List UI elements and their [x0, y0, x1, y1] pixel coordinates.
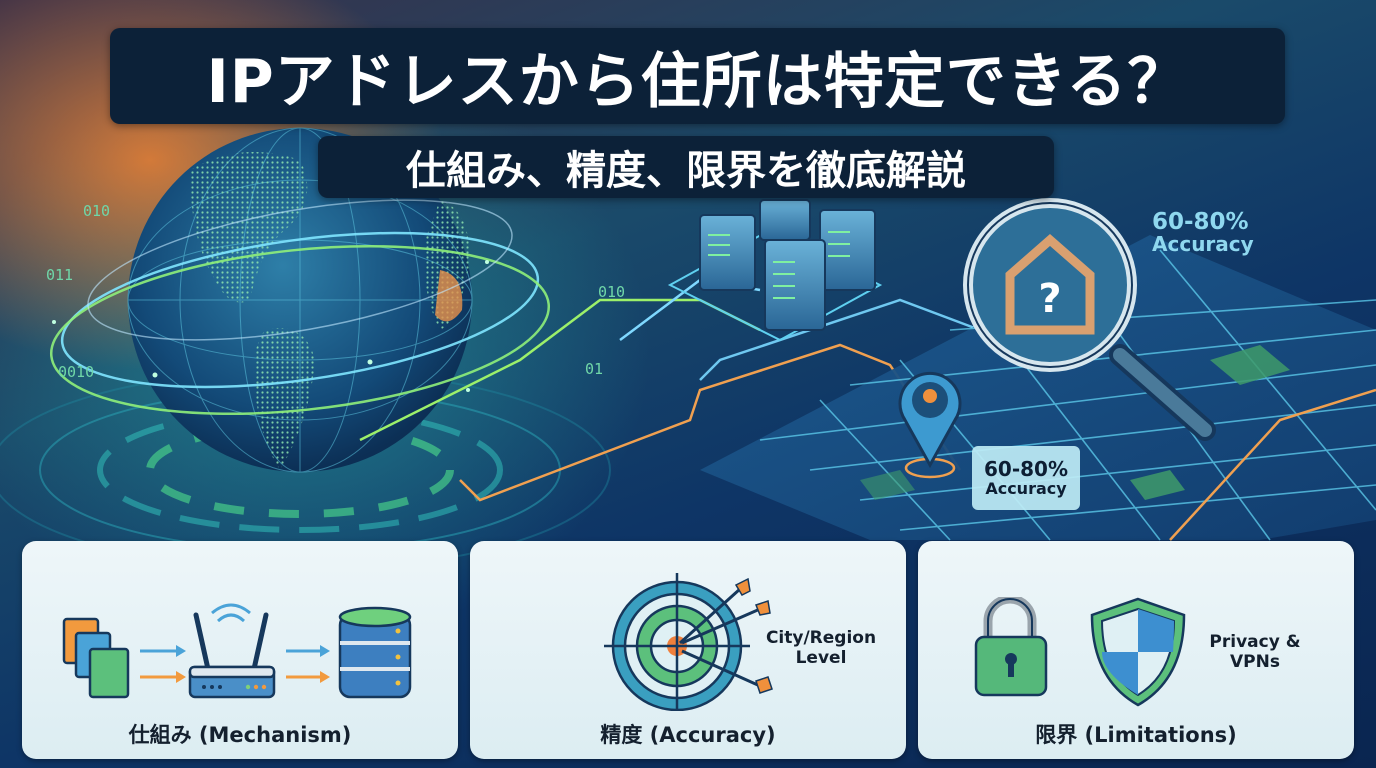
target-arrows-icon: [604, 573, 773, 711]
arrow-icon: [286, 645, 330, 683]
card-label: 限界 (Limitations): [1035, 723, 1237, 747]
documents-icon: [62, 617, 130, 699]
card-limitations: Privacy & VPNs 限界 (Limitations): [918, 541, 1354, 759]
lock-icon: [974, 597, 1048, 697]
binary-label: 0010: [58, 363, 95, 381]
arrow-icon: [140, 645, 186, 683]
binary-label: 010: [83, 202, 111, 220]
card-mechanism: 仕組み (Mechanism): [22, 541, 458, 759]
accuracy-value: 60-80%: [1152, 209, 1249, 235]
binary-label: 01: [585, 360, 604, 378]
page-subtitle: 仕組み、精度、限界を徹底解説: [406, 148, 966, 194]
card-accuracy: City/Region Level 精度 (Accuracy): [470, 541, 906, 759]
binary-label: 011: [46, 266, 74, 284]
accuracy-callout-top: 60-80% Accuracy: [1152, 210, 1254, 255]
side-label-line: VPNs: [1230, 651, 1280, 672]
card-label: 仕組み (Mechanism): [128, 723, 352, 747]
accuracy-label: Accuracy: [985, 479, 1067, 499]
page-title: IPアドレスから住所は特定できる？: [206, 46, 1189, 117]
magnifier-house-icon: ?: [963, 198, 1216, 441]
card-label: 精度 (Accuracy): [600, 723, 776, 747]
server-rack-icon: [667, 199, 883, 342]
side-label: Privacy & VPNs: [1200, 632, 1310, 672]
side-label-line: Privacy &: [1209, 632, 1301, 652]
subtitle-banner: 仕組み、精度、限界を徹底解説: [318, 136, 1054, 198]
globe-icon: [49, 127, 551, 473]
router-icon: [188, 603, 276, 699]
side-label-line: City/Region: [765, 628, 877, 648]
accuracy-callout-map: 60-80% Accuracy: [972, 446, 1080, 510]
side-label-line: Level: [795, 647, 847, 668]
shield-icon: [1090, 597, 1186, 707]
title-banner: IPアドレスから住所は特定できる？: [110, 28, 1285, 124]
binary-label: 010: [598, 283, 626, 301]
map-pin-icon: [898, 371, 962, 479]
accuracy-value: 60-80%: [983, 457, 1068, 482]
city-map: [700, 235, 1376, 541]
side-label: City/Region Level: [756, 628, 886, 668]
accuracy-label: Accuracy: [1152, 232, 1254, 257]
database-icon: [338, 606, 412, 699]
svg-text:?: ?: [1038, 276, 1061, 322]
